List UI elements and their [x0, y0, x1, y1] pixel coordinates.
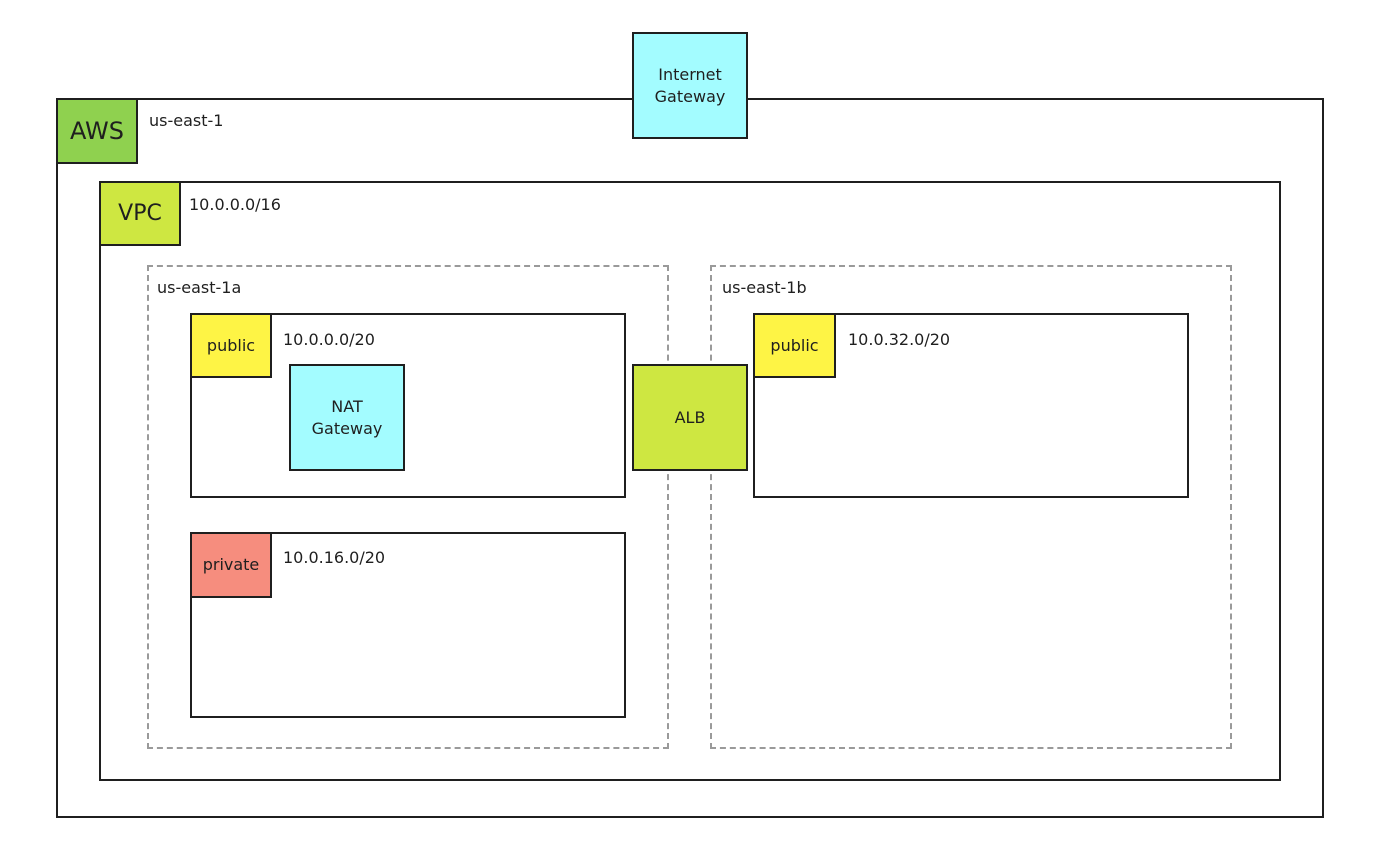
- public-subnet-a-tag-label: public: [206, 335, 256, 355]
- vpc-cidr: 10.0.0.0/16: [189, 195, 281, 214]
- private-subnet-a-cidr: 10.0.16.0/20: [283, 548, 386, 567]
- aws-provider-tag: AWS: [56, 98, 138, 164]
- aws-provider-label: AWS: [69, 116, 125, 145]
- private-subnet-a: [190, 532, 626, 718]
- private-subnet-a-tag: private: [190, 532, 272, 598]
- public-subnet-b-tag: public: [753, 313, 836, 378]
- public-subnet-b: [753, 313, 1189, 498]
- internet-gateway-label: Internet Gateway: [654, 64, 726, 106]
- availability-zone-b: [710, 265, 1232, 749]
- private-subnet-a-tag-label: private: [202, 555, 260, 575]
- availability-zone-b-name: us-east-1b: [722, 278, 807, 297]
- internet-gateway: Internet Gateway: [632, 32, 748, 139]
- alb-label: ALB: [674, 407, 706, 427]
- nat-gateway-label: NAT Gateway: [311, 396, 383, 438]
- availability-zone-a: [147, 265, 669, 749]
- vpc-container: [99, 181, 1281, 781]
- public-subnet-b-tag-label: public: [770, 335, 819, 355]
- vpc-tag-label: VPC: [118, 200, 162, 226]
- application-load-balancer: ALB: [632, 364, 748, 471]
- public-subnet-a-cidr: 10.0.0.0/20: [283, 330, 375, 349]
- availability-zone-a-name: us-east-1a: [157, 278, 242, 297]
- region-name: us-east-1: [149, 111, 224, 130]
- public-subnet-a-tag: public: [190, 313, 272, 378]
- vpc-tag: VPC: [99, 181, 181, 246]
- public-subnet-a: [190, 313, 626, 498]
- public-subnet-b-cidr: 10.0.32.0/20: [848, 330, 951, 349]
- nat-gateway: NAT Gateway: [289, 364, 405, 471]
